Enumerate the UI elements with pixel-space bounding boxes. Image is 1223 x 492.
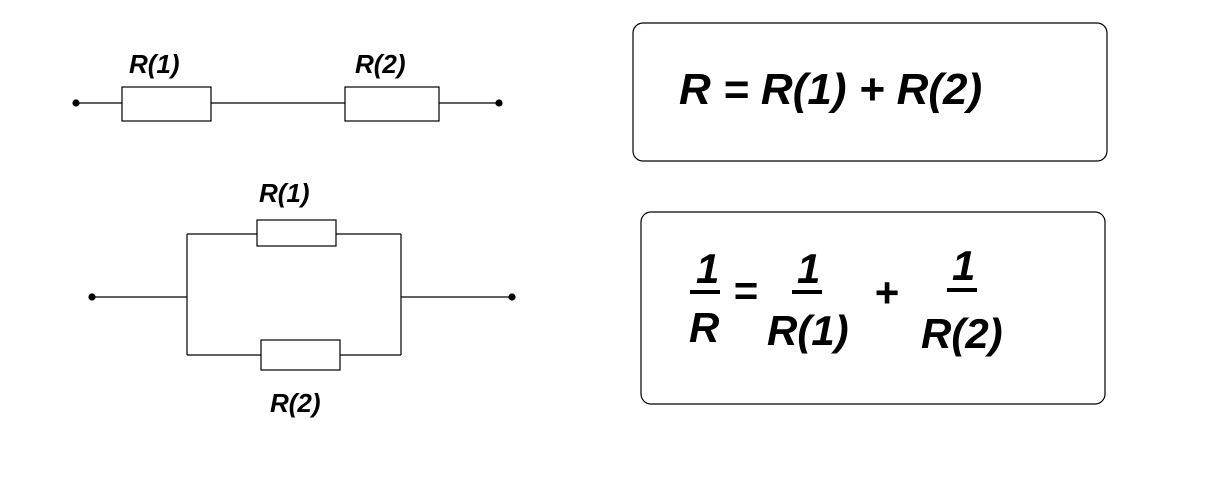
series-resistor-r2 bbox=[344, 86, 440, 122]
series-terminal-right bbox=[495, 99, 503, 107]
series-formula: R = R(1) + R(2) bbox=[679, 65, 982, 114]
term2-denominator: R(2) bbox=[921, 310, 1003, 357]
term1-numerator: 1 bbox=[797, 245, 820, 292]
series-r1-label: R(1) bbox=[129, 49, 180, 79]
term1-denominator: R(1) bbox=[767, 307, 849, 354]
series-resistor-r1 bbox=[121, 86, 212, 122]
parallel-r1-label: R(1) bbox=[259, 178, 310, 208]
lhs-numerator: 1 bbox=[696, 245, 719, 292]
series-formula-box bbox=[632, 22, 1108, 162]
series-r2-label: R(2) bbox=[355, 49, 406, 79]
parallel-r2-label: R(2) bbox=[270, 388, 321, 418]
series-circuit bbox=[72, 86, 503, 122]
parallel-circuit bbox=[88, 219, 516, 371]
equals-sign: = bbox=[733, 267, 758, 314]
parallel-resistor-r1 bbox=[256, 219, 337, 247]
term2-numerator: 1 bbox=[952, 242, 975, 289]
parallel-formula-box bbox=[640, 211, 1106, 405]
parallel-terminal-right bbox=[508, 293, 516, 301]
parallel-resistor-r2 bbox=[260, 339, 341, 371]
lhs-denominator: R bbox=[689, 304, 720, 351]
plus-sign: + bbox=[874, 269, 899, 316]
